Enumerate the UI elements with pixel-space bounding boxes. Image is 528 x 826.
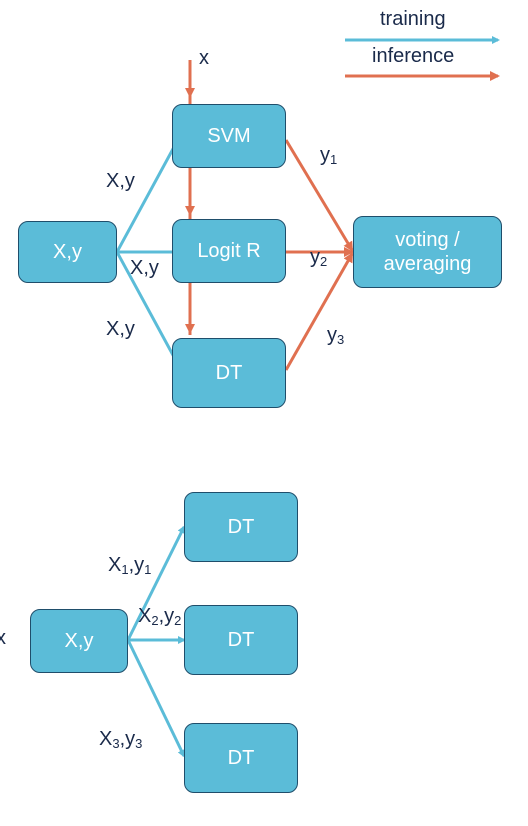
bag-model-box-2: DT: [184, 605, 298, 675]
edge-label-logit: X,y: [130, 257, 159, 279]
output-label-y3: y3: [327, 324, 345, 347]
train-arrow-dt: [115, 251, 182, 370]
model-box-dt: DT: [172, 338, 286, 408]
train-arrow-svm: [115, 134, 182, 253]
model-box-logit: Logit R: [172, 219, 286, 283]
bag-sample-label-3: X3,y3: [99, 728, 143, 751]
input-box-xy: X,y: [18, 221, 117, 283]
bag-model-box-3: DT: [184, 723, 298, 793]
inference-input-label: x: [199, 47, 209, 69]
legend-inference-label: inference: [372, 45, 455, 67]
edge-label-svm: X,y: [106, 170, 135, 192]
bag-sample-label-1: X1,y1: [108, 554, 152, 577]
output-label-y1: y1: [320, 144, 338, 167]
bag-model-box-1: DT: [184, 492, 298, 562]
bag-edge-mark: x: [0, 627, 6, 649]
output-label-y2: y2: [310, 246, 328, 269]
output-arrow-dt: [284, 252, 354, 371]
output-arrow-svm: [284, 139, 354, 252]
bag-arrow-1: [126, 525, 186, 641]
edge-label-dt: X,y: [106, 318, 135, 340]
bag-arrow-3: [126, 639, 186, 758]
legend-training-label: training: [380, 8, 446, 30]
bag-sample-label-2: X2,y2: [138, 605, 182, 628]
bag-input-box-xy: X,y: [30, 609, 128, 673]
aggregator-box: voting / averaging: [353, 216, 502, 288]
model-box-svm: SVM: [172, 104, 286, 168]
